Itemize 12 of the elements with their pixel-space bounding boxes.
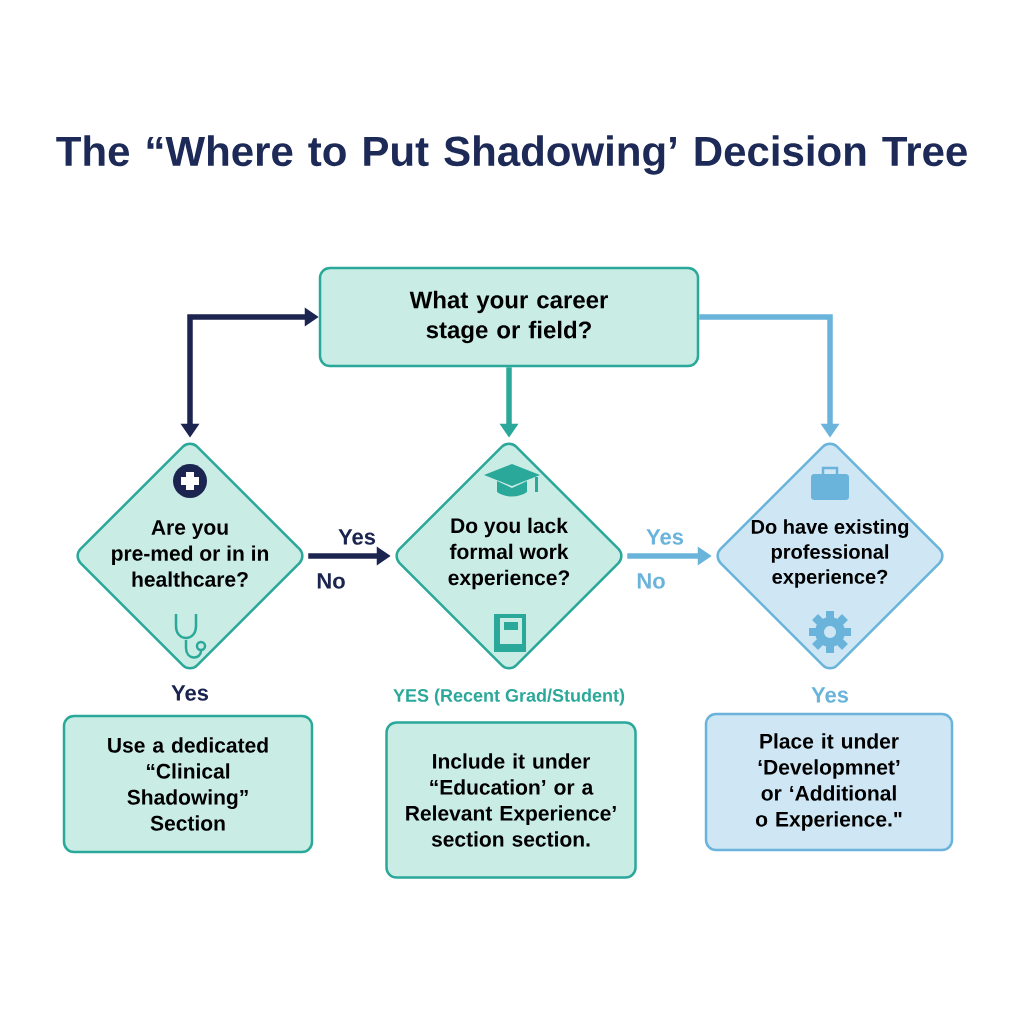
process-box: Include it under “Education’ or a Relevant Experience’ section section. [385, 721, 637, 879]
edge-label: Yes [337, 528, 377, 546]
process-box: Use a dedicated “Clinical Shadowing” Section [62, 714, 314, 854]
process-box: What your career stage or field? [318, 266, 700, 368]
branch-label: No [317, 573, 345, 589]
branch-label: Yes [811, 687, 849, 703]
process-box: Place it under ‘Developmnet’ or ‘Additional o Experience." [704, 712, 954, 852]
branch-label: No [637, 573, 665, 589]
branch-label: Yes [171, 685, 209, 701]
title: The “Where to Put Shadowing’ Decision Tree [56, 135, 967, 175]
branch-label: YES (Recent Grad/Student) [393, 688, 625, 706]
edge-label: Yes [645, 528, 685, 546]
